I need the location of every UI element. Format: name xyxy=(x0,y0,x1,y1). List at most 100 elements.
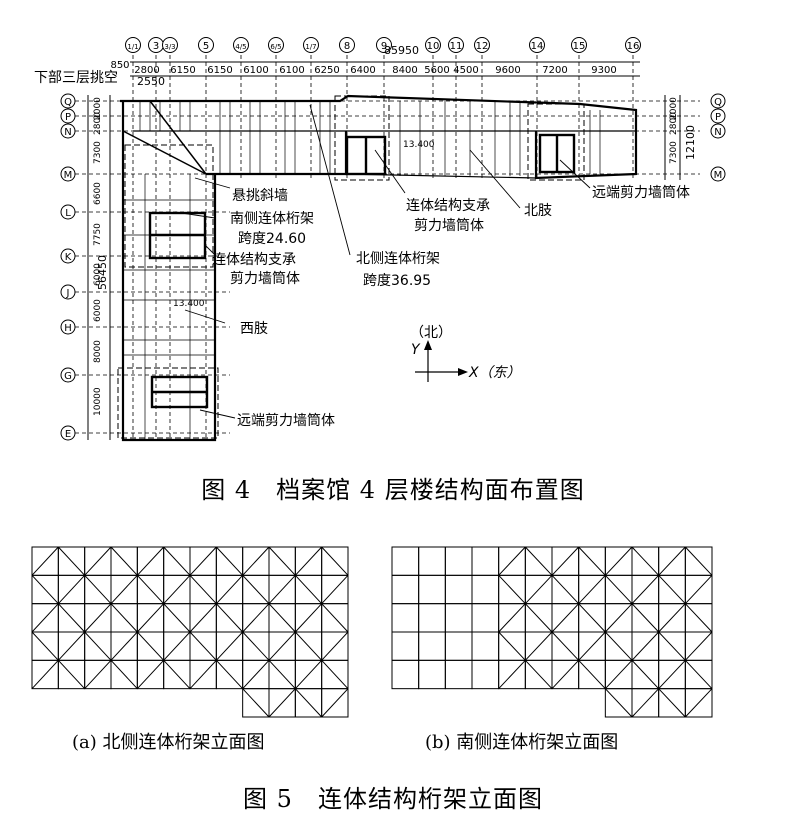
truss-diagonal xyxy=(57,546,86,576)
label-south-span: 跨度24.60 xyxy=(238,231,306,247)
truss-diagonal xyxy=(658,688,686,718)
truss-diagonal xyxy=(268,603,296,633)
truss-panel xyxy=(444,546,473,576)
svg-text:N: N xyxy=(64,127,71,138)
truss-diagonal xyxy=(84,546,112,576)
truss-panel xyxy=(418,574,446,605)
truss-diagonal xyxy=(498,659,526,690)
truss-panel xyxy=(471,574,500,605)
elevation-mark-west: 13.400 xyxy=(173,299,205,309)
truss-diagonal xyxy=(136,546,165,576)
truss-panel xyxy=(444,603,473,633)
truss-diagonal xyxy=(551,659,580,690)
top-dimension: 5600 xyxy=(424,65,449,76)
truss-diagonal xyxy=(84,659,112,690)
svg-text:9: 9 xyxy=(381,41,387,52)
svg-text:6/5: 6/5 xyxy=(270,43,281,51)
truss-diagonal xyxy=(321,546,349,576)
truss-diagonal xyxy=(294,574,323,605)
grid-row-bubble: K xyxy=(60,248,76,264)
label-west-wing: 西肢 xyxy=(240,321,268,337)
truss-diagonal xyxy=(604,546,633,576)
truss-diagonal xyxy=(321,688,349,718)
grid-col-bubble: 11 xyxy=(448,37,464,53)
truss-diagonal xyxy=(524,631,553,661)
truss-diagonal xyxy=(658,631,686,661)
label-core-left-2: 剪力墙筒体 xyxy=(230,270,300,287)
svg-text:4/5: 4/5 xyxy=(235,43,246,51)
truss-diagonal xyxy=(658,546,686,576)
top-dimension: 850 xyxy=(110,60,129,71)
svg-text:11: 11 xyxy=(450,41,463,52)
truss-diagonal xyxy=(136,631,165,661)
top-dimension: 6250 xyxy=(314,65,339,76)
grid-row-bubble: H xyxy=(60,319,76,335)
truss-panel xyxy=(444,574,473,605)
truss-panel xyxy=(418,659,446,690)
top-dimension: 8400 xyxy=(392,65,417,76)
grid-col-bubble: 1/7 xyxy=(303,37,319,53)
grid-col-bubble: 6/5 xyxy=(268,37,284,53)
right-dimension: 2000 xyxy=(669,97,679,120)
truss-diagonal xyxy=(57,631,86,661)
truss-panel xyxy=(418,603,446,633)
grid-col-bubble: 12 xyxy=(474,37,490,53)
truss-diagonal xyxy=(498,574,526,605)
north-indicator: （北） xyxy=(410,325,452,341)
left-dimension: 6600 xyxy=(93,182,103,205)
truss-diagonal xyxy=(321,659,349,690)
truss-diagonal xyxy=(604,631,633,661)
y-axis-label: Y xyxy=(411,342,421,358)
truss-diagonal xyxy=(631,659,660,690)
svg-text:H: H xyxy=(64,323,72,334)
svg-text:K: K xyxy=(65,252,72,263)
truss-diagonal xyxy=(551,603,580,633)
truss-diagonal xyxy=(684,574,713,605)
truss-diagonal xyxy=(524,546,553,576)
truss-diagonal xyxy=(189,546,217,576)
truss-diagonal xyxy=(31,631,59,661)
truss-diagonal xyxy=(321,603,349,633)
truss-panel xyxy=(471,546,500,576)
truss-diagonal xyxy=(498,546,526,576)
truss-diagonal xyxy=(551,574,580,605)
top-dimension: 6100 xyxy=(243,65,268,76)
truss-diagonal xyxy=(163,659,191,690)
top-dimension: 9600 xyxy=(495,65,520,76)
truss-diagonal xyxy=(604,659,633,690)
truss-panel xyxy=(471,631,500,661)
truss-diagonal xyxy=(294,659,323,690)
truss-diagonal xyxy=(189,574,217,605)
truss-diagonal xyxy=(110,546,138,576)
top-dimension: 2800 xyxy=(134,65,159,76)
truss-diagonal xyxy=(684,546,713,576)
truss-diagonal xyxy=(268,688,296,718)
svg-text:3: 3 xyxy=(153,41,159,52)
label-south-truss: 南侧连体桁架 xyxy=(230,211,314,227)
truss-diagonal xyxy=(57,574,86,605)
svg-text:16: 16 xyxy=(627,41,640,52)
truss-diagonal xyxy=(631,574,660,605)
grid-row-bubble: G xyxy=(60,367,76,383)
truss-diagonal xyxy=(294,546,323,576)
truss-diagonal xyxy=(136,659,165,690)
left-dimension: 2000 xyxy=(93,97,103,120)
figure-4-caption: 图 4 档案馆 4 层楼结构面布置图 xyxy=(201,476,585,504)
truss-diagonal xyxy=(136,574,165,605)
truss-diagonal xyxy=(31,546,59,576)
top-dimension: 6150 xyxy=(170,65,195,76)
label-core-mid-2: 剪力墙筒体 xyxy=(414,217,484,234)
truss-diagonal xyxy=(658,574,686,605)
svg-text:14: 14 xyxy=(531,41,544,52)
truss-diagonal xyxy=(578,631,606,661)
truss-diagonal xyxy=(242,659,270,690)
svg-text:15: 15 xyxy=(573,41,586,52)
truss-diagonal xyxy=(658,659,686,690)
grid-row-bubble: M xyxy=(60,166,76,182)
truss-panel xyxy=(471,603,500,633)
grid-col-bubble: 15 xyxy=(571,37,587,53)
truss-diagonal xyxy=(498,631,526,661)
truss-diagonal xyxy=(242,603,270,633)
